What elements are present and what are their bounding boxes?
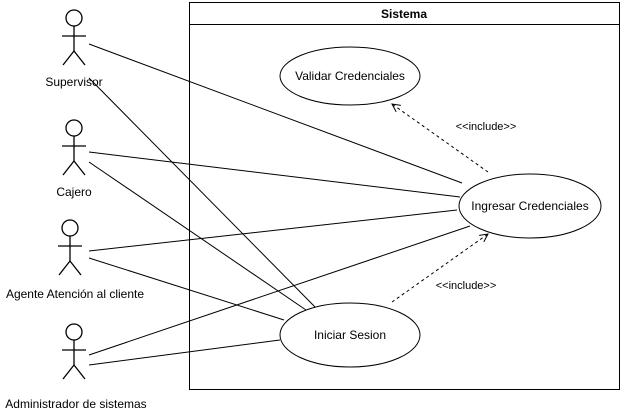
actor-label: Cajero: [56, 185, 92, 199]
include-dependencies: <<include>> <<include>>: [391, 104, 517, 303]
assoc-admin-iniciar: [88, 339, 281, 366]
assoc-agente-ingresar: [88, 209, 458, 252]
use-case-label: Iniciar Sesion: [314, 328, 386, 342]
stick-figure-icon: [58, 219, 82, 276]
assoc-cajero-ingresar: [88, 151, 461, 198]
include-arrow-ingresar: [391, 234, 488, 303]
actor-label: Agente Atención al cliente: [6, 287, 144, 301]
include-arrow-validar: [392, 104, 489, 173]
actor-label: Supervisor: [45, 75, 102, 89]
system-title: Sistema: [381, 7, 427, 21]
associations: [88, 43, 471, 366]
actor-agente-atencion[interactable]: Agente Atención al cliente: [6, 219, 144, 301]
include-label-2: <<include>>: [436, 280, 497, 292]
use-case-label: Validar Credenciales: [295, 69, 405, 83]
use-case-iniciar-sesion[interactable]: Iniciar Sesion: [279, 302, 421, 368]
assoc-admin-ingresar: [88, 225, 471, 356]
actor-administrador[interactable]: Administrador de sistemas: [5, 323, 147, 411]
include-label-1: <<include>>: [456, 121, 517, 133]
assoc-supervisor-ingresar: [88, 43, 463, 184]
use-case-ingresar-credenciales[interactable]: Ingresar Credenciales: [458, 173, 602, 239]
actor-label: Administrador de sistemas: [5, 397, 146, 411]
actor-cajero[interactable]: Cajero: [56, 119, 92, 199]
assoc-cajero-iniciar: [88, 161, 307, 311]
use-case-label: Ingresar Credenciales: [471, 199, 588, 213]
assoc-supervisor-iniciar: [88, 77, 319, 311]
actor-supervisor[interactable]: Supervisor: [45, 9, 103, 89]
stick-figure-icon: [62, 119, 86, 176]
use-case-validar-credenciales[interactable]: Validar Credenciales: [279, 46, 421, 106]
assoc-agente-iniciar: [88, 257, 285, 321]
stick-figure-icon: [62, 323, 86, 380]
stick-figure-icon: [62, 9, 86, 66]
